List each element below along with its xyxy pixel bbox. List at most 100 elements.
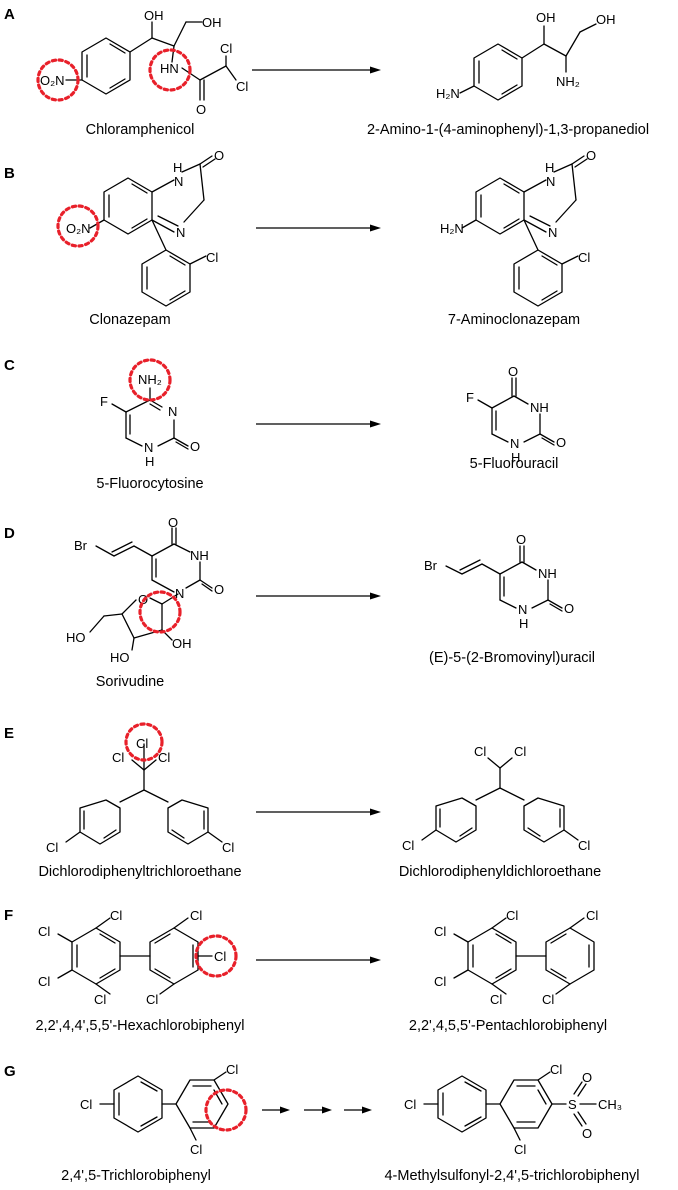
amine-label: NH₂ — [556, 74, 580, 89]
product-name: (E)-5-(2-Bromovinyl)uracil — [429, 650, 595, 666]
panel-c: C NH₂ N O N H F — [4, 357, 566, 492]
nitrogen-label: N — [174, 174, 183, 189]
chlorine-label: Cl — [222, 840, 234, 855]
chlorine-label: Cl — [434, 974, 446, 989]
hydroxyl-label: OH — [596, 12, 616, 27]
carbonyl-oxygen-label: O — [214, 582, 224, 597]
fluorouracil-structure: O NH O N H F — [466, 364, 566, 465]
carbonyl-oxygen-label: O — [168, 515, 178, 530]
panel-a: A O₂N OH OH HN O Cl Cl — [4, 6, 649, 138]
product-name: 2,2',4,5,5'-Pentachlorobiphenyl — [409, 1018, 607, 1034]
chlorine-label: Cl — [190, 908, 202, 923]
chlorine-label: Cl — [402, 838, 414, 853]
imine-nitrogen-label: N — [176, 225, 185, 240]
carbonyl-oxygen-label: O — [516, 532, 526, 547]
nitro-group-label: O₂N — [40, 73, 65, 88]
nitrogen-label: N — [175, 586, 184, 601]
nh-label: NH — [530, 400, 549, 415]
ddd-structure: Cl Cl Cl Cl — [402, 744, 590, 853]
chloramphenicol-structure: O₂N OH OH HN O Cl Cl — [36, 8, 248, 117]
nitrogen-label: N — [144, 440, 153, 455]
chlorine-label: Cl — [80, 1097, 92, 1112]
chlorine-label: Cl — [506, 908, 518, 923]
nitrogen-label: N — [546, 174, 555, 189]
chlorine-label: Cl — [220, 41, 232, 56]
chlorine-label: Cl — [236, 79, 248, 94]
bromine-label: Br — [74, 538, 88, 553]
hydroxyl-label: HO — [66, 630, 86, 645]
chlorine-label: Cl — [474, 744, 486, 759]
nitrogen-label: N — [518, 602, 527, 617]
lactam-h-label: H — [545, 160, 554, 175]
chlorine-label: Cl — [158, 750, 170, 765]
methyl-label: CH₃ — [598, 1097, 622, 1112]
nh-label: NH — [190, 548, 209, 563]
carbonyl-oxygen-label: O — [196, 102, 206, 117]
hydroxyl-label: HO — [110, 650, 130, 665]
sorivudine-structure: O NH O N O Br HO OH HO — [66, 515, 224, 665]
product-name: Dichlorodiphenyldichloroethane — [399, 864, 601, 880]
chlorine-label: Cl — [38, 924, 50, 939]
arrow-head — [370, 66, 381, 74]
chlorine-label: Cl — [190, 1142, 202, 1157]
substrate-name: Sorivudine — [96, 674, 165, 690]
chlorine-label: Cl — [38, 974, 50, 989]
chlorine-label: Cl — [542, 992, 554, 1007]
arrow-head — [370, 592, 381, 600]
chlorine-label: Cl — [94, 992, 106, 1007]
nh-label: NH — [538, 566, 557, 581]
substrate-name: 2,4',5-Trichlorobiphenyl — [61, 1168, 211, 1184]
chlorine-label: Cl — [206, 250, 218, 265]
ddt-structure: Cl Cl Cl Cl Cl — [46, 722, 234, 855]
panel-letter-a: A — [4, 6, 15, 23]
chlorine-label: Cl — [214, 949, 226, 964]
chlorine-label: Cl — [136, 736, 148, 751]
substrate-name: 2,2',4,4',5,5'-Hexachlorobiphenyl — [35, 1018, 244, 1034]
chlorine-label: Cl — [514, 1142, 526, 1157]
panel-d: D O NH — [4, 515, 595, 690]
carbonyl-oxygen-label: O — [556, 435, 566, 450]
reaction-site-marker — [204, 1088, 248, 1132]
chlorine-label: Cl — [404, 1097, 416, 1112]
nh-hydrogen-label: H — [519, 616, 528, 631]
hydroxyl-label: OH — [536, 10, 556, 25]
product-name: 5-Fluorouracil — [470, 456, 559, 472]
chlorine-label: Cl — [550, 1062, 562, 1077]
product-name: 2-Amino-1-(4-aminophenyl)-1,3-propanedio… — [367, 122, 649, 138]
hydroxyl-label: OH — [202, 15, 222, 30]
aminophenyl-propanediol-structure: H₂N OH OH NH₂ — [436, 10, 616, 101]
hydroxyl-label: OH — [172, 636, 192, 651]
bromine-label: Br — [424, 558, 438, 573]
arrow-head — [370, 420, 381, 428]
nitrogen-label: N — [168, 404, 177, 419]
aminoclonazepam-structure: H N O N Cl H₂N — [440, 148, 596, 307]
sulfonyl-oxygen-label: O — [582, 1126, 592, 1141]
product-name: 4-Methylsulfonyl-2,4',5-trichlorobipheny… — [384, 1168, 639, 1184]
chlorine-label: Cl — [110, 908, 122, 923]
reaction-site-marker — [148, 48, 192, 92]
substrate-name: Dichlorodiphenyltrichloroethane — [38, 864, 241, 880]
clonazepam-structure: H N O N Cl O₂N — [56, 148, 224, 307]
pentachlorobiphenyl-structure: Cl Cl Cl Cl Cl Cl — [434, 908, 598, 1007]
bromovinyluracil-structure: O NH O N H Br — [424, 532, 574, 631]
carbonyl-oxygen-label: O — [190, 439, 200, 454]
carbonyl-oxygen-label: O — [564, 601, 574, 616]
panel-letter-e: E — [4, 725, 14, 742]
chlorine-label: Cl — [46, 840, 58, 855]
arrow-head — [370, 808, 381, 816]
panel-g: G Cl Cl Cl — [4, 1062, 640, 1184]
panel-letter-g: G — [4, 1063, 16, 1080]
arrow-head — [370, 956, 381, 964]
chlorine-label: Cl — [226, 1062, 238, 1077]
reaction-site-marker — [36, 58, 80, 102]
fluorocytosine-structure: NH₂ N O N H F — [100, 358, 200, 469]
chlorine-label: Cl — [578, 838, 590, 853]
hexachlorobiphenyl-structure: Cl Cl Cl Cl Cl Cl Cl — [38, 908, 238, 1007]
chlorine-label: Cl — [586, 908, 598, 923]
reaction-site-marker — [124, 722, 164, 762]
nh-hydrogen-label: H — [511, 450, 520, 465]
imine-nitrogen-label: N — [548, 225, 557, 240]
amine-label: NH₂ — [138, 372, 162, 387]
substrate-name: 5-Fluorocytosine — [96, 476, 203, 492]
